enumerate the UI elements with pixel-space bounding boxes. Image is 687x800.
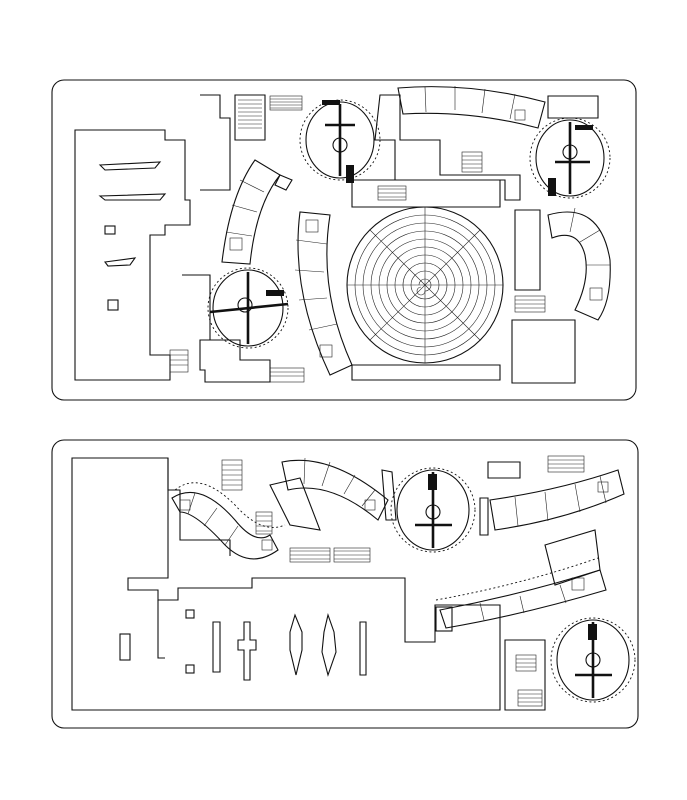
upper-left-niche-5 (107, 299, 119, 311)
upper-stair-hatch-1 (238, 99, 262, 129)
lower-niche-5 (237, 621, 257, 681)
lower-curved-gallery-right (479, 469, 625, 536)
upper-curved-gallery-center (294, 211, 353, 376)
lower-rotunda-1 (390, 467, 476, 553)
upper-central-block (374, 94, 521, 201)
upper-floor-plan (51, 79, 637, 401)
lower-inner-wall (157, 600, 165, 659)
upper-rotunda-2 (529, 117, 611, 199)
upper-curved-gallery-top (397, 86, 546, 129)
lower-stairs-3 (289, 547, 371, 563)
upper-left-niche-1 (98, 161, 162, 171)
upper-lower-stairs (169, 274, 305, 383)
lower-corridor-wall-1 (167, 458, 231, 556)
upper-left-wing-wall (200, 94, 231, 191)
lower-niche-6 (289, 613, 303, 676)
upper-left-niche-3 (104, 225, 116, 235)
upper-stair-block (234, 94, 266, 141)
lower-niche-3 (185, 664, 195, 674)
lower-floor-plan (51, 439, 639, 729)
upper-top-right-block (547, 95, 599, 119)
upper-curved-gallery-right (547, 207, 611, 321)
lower-stairs-1 (221, 459, 243, 491)
lower-niche-8 (359, 621, 367, 676)
upper-stair-hatch-2 (269, 95, 303, 111)
upper-bottom-right-block (511, 319, 576, 384)
upper-left-niche-2 (98, 193, 167, 201)
lower-niche-4 (212, 621, 221, 673)
lower-niche-1 (119, 633, 131, 661)
lower-curved-gallery-top (269, 457, 397, 531)
lower-right-stairs (504, 639, 546, 711)
upper-panel-frame (51, 79, 637, 401)
lower-niche-2 (185, 609, 195, 619)
lower-diagonal-walkway (435, 529, 607, 629)
upper-left-niche-4 (103, 257, 137, 267)
lower-curved-gallery-left (171, 482, 286, 560)
upper-central-stairs (377, 151, 483, 201)
lower-panel-frame (51, 439, 639, 729)
lower-rotunda-2 (550, 617, 636, 703)
lower-niche-7 (321, 613, 337, 677)
upper-right-stairs (514, 295, 546, 313)
lower-left-building-outline (71, 457, 501, 711)
upper-rotunda-1 (299, 99, 381, 183)
upper-curved-gallery-left (221, 159, 293, 265)
upper-central-circular-hall (346, 179, 504, 381)
lower-right-niche (435, 606, 453, 632)
upper-rotunda-3 (207, 267, 289, 349)
upper-right-column-block (514, 209, 541, 291)
lower-top-right-stairs (487, 455, 585, 479)
